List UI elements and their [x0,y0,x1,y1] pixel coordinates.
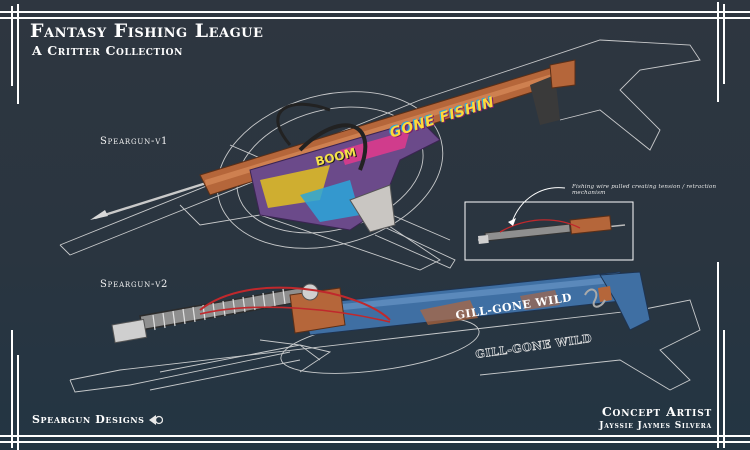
label-speargun-v2: Speargun-v2 [100,279,169,290]
frame-left-line-3 [11,330,13,448]
footer-series-label: Speargun Designs [32,413,145,426]
detail-inset-gun [477,215,626,244]
speargun-logo-icon [148,414,163,425]
frame-top-line-1 [0,11,750,13]
frame-right-line-4 [723,330,725,448]
page-title: Fantasy Fishing League [30,20,264,42]
credit-role: Concept Artist [601,404,712,419]
frame-right-line-2 [723,4,725,84]
callout-arrowhead [508,218,516,226]
callout-arrow [511,187,566,223]
frame-right-line-3 [717,262,719,448]
frame-top-line-2 [0,17,750,19]
speargun-v2-render [111,271,651,344]
label-speargun-v1: Speargun-v1 [100,136,169,147]
page-subtitle: A Critter Collection [32,43,183,58]
credit-artist-name: Jayssie Jaymes Silvera [599,421,712,431]
callout-note: Fishing wire pulled creating tension / r… [572,184,717,196]
frame-left-line-1 [11,6,13,86]
footer-series: Speargun Designs [32,413,163,426]
detail-inset [464,201,634,261]
frame-bottom-line-2 [0,441,750,443]
frame-left-line-2 [17,4,19,104]
frame-left-line-4 [17,355,19,450]
frame-right-line-1 [717,2,719,102]
speargun-v1-render [90,59,576,233]
frame-bottom-line-1 [0,435,750,437]
